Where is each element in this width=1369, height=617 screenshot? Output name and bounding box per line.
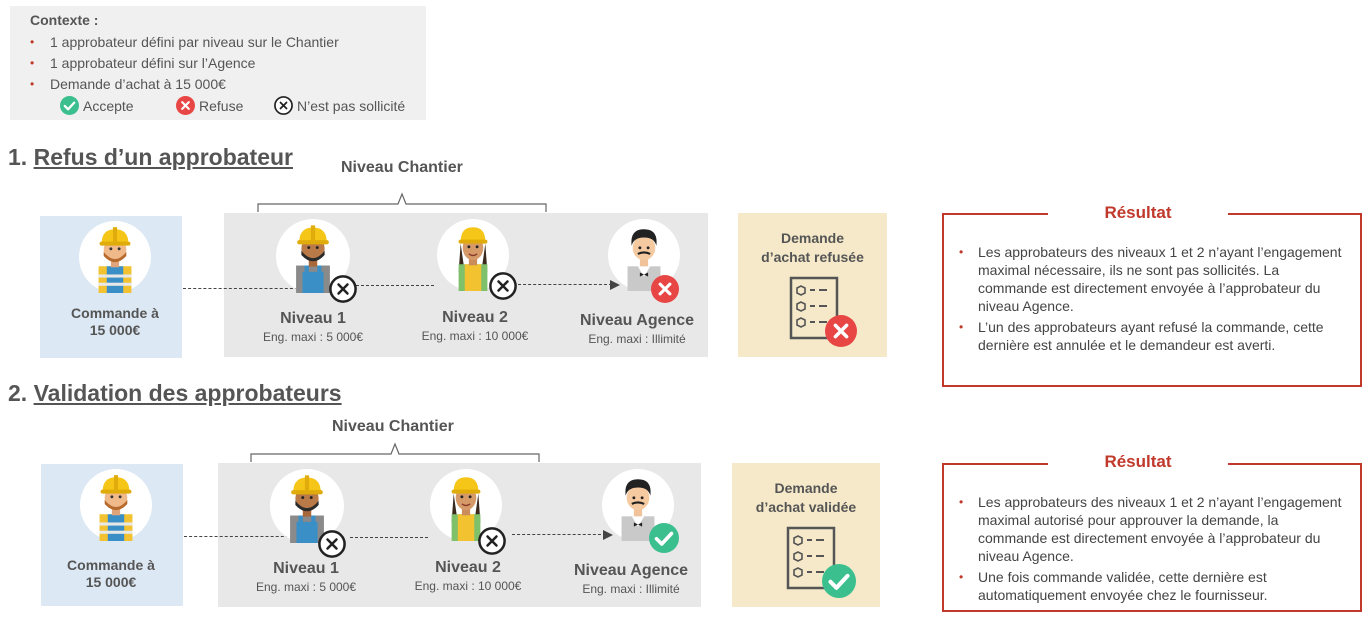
flow-line <box>184 536 294 537</box>
order-label-line: Commande à <box>71 305 159 321</box>
result-box: Les approbateurs des niveaux 1 et 2 n’ay… <box>942 463 1362 612</box>
bracket <box>257 192 547 212</box>
check-icon <box>649 523 679 553</box>
level-name: Niveau 1 <box>280 310 346 327</box>
result-title: Résultat <box>1048 203 1228 223</box>
result-item: Une fois commande validée, cette dernièr… <box>956 568 1346 604</box>
context-title: Contexte : <box>30 12 99 28</box>
legend-not-solicited: N’est pas sollicité <box>274 96 405 115</box>
not-solicited-icon <box>329 275 357 303</box>
level-name: Niveau Agence <box>579 312 695 329</box>
section-number: 2. <box>8 380 28 406</box>
not-solicited-icon <box>274 96 293 115</box>
bracket <box>250 442 540 462</box>
order-label: Commande à 15 000€ <box>40 305 190 339</box>
legend-accept-label: Accepte <box>83 97 134 114</box>
section-title: 1. Refus d’un approbateur <box>8 144 293 171</box>
arrow-icon <box>603 530 613 540</box>
outcome-box <box>738 213 887 357</box>
result-list: Les approbateurs des niveaux 1 et 2 n’ay… <box>956 243 1346 357</box>
context-item: Demande d’achat à 15 000€ <box>30 74 339 95</box>
refuse-icon <box>176 96 195 115</box>
section-heading: Validation des approbateurs <box>33 380 342 406</box>
flow-line <box>518 284 612 285</box>
context-item: 1 approbateur défini sur l’Agence <box>30 53 339 74</box>
result-item: Les approbateurs des niveaux 1 et 2 n’ay… <box>956 493 1346 565</box>
section-title: 2. Validation des approbateurs <box>8 380 342 407</box>
level-group-label: Niveau Chantier <box>332 418 454 435</box>
legend-refuse-label: Refuse <box>199 97 244 114</box>
level-limit: Eng. maxi : 10 000€ <box>414 579 522 593</box>
order-label-amount: 15 000€ <box>89 322 141 338</box>
level-limit: Eng. maxi : 5 000€ <box>262 330 364 344</box>
legend-not-solicited-label: N’est pas sollicité <box>297 97 406 114</box>
not-solicited-icon <box>478 527 506 555</box>
level-group-label: Niveau Chantier <box>341 159 463 176</box>
not-solicited-icon <box>489 272 517 300</box>
check-icon <box>60 96 79 115</box>
level-name: Niveau 2 <box>442 309 508 326</box>
level-limit: Eng. maxi : Illimité <box>588 332 686 346</box>
level-name: Niveau 1 <box>273 560 339 577</box>
section-heading: Refus d’un approbateur <box>33 144 293 170</box>
outcome-line: Demande <box>774 480 838 496</box>
level-name: Niveau Agence <box>573 562 689 579</box>
level-name: Niveau 2 <box>435 559 501 576</box>
avatar <box>80 469 152 541</box>
check-icon <box>822 564 856 598</box>
outcome-line: Demande <box>780 230 845 246</box>
context-item: 1 approbateur défini par niveau sur le C… <box>30 32 339 53</box>
legend-refuse: Refuse <box>176 96 243 115</box>
level-limit: Eng. maxi : Illimité <box>582 582 680 596</box>
order-label-line: Commande à <box>67 557 155 573</box>
result-list: Les approbateurs des niveaux 1 et 2 n’ay… <box>956 493 1346 607</box>
flow-line <box>350 537 428 538</box>
context-list: 1 approbateur défini par niveau sur le C… <box>30 32 339 95</box>
refuse-icon <box>825 315 857 347</box>
section-number: 1. <box>8 144 28 170</box>
level-limit: Eng. maxi : 5 000€ <box>255 580 357 594</box>
legend-accept: Accepte <box>60 96 134 115</box>
refuse-icon <box>651 275 679 303</box>
worker-icon <box>79 221 151 293</box>
arrow-icon <box>610 280 620 290</box>
not-solicited-icon <box>318 530 346 558</box>
avatar <box>79 221 151 293</box>
level-limit: Eng. maxi : 10 000€ <box>421 329 529 343</box>
outcome-line: d’achat validée <box>755 499 857 515</box>
worker-icon <box>80 469 152 541</box>
outcome-label: Demande d’achat validée <box>732 479 880 517</box>
outcome-line: d’achat refusée <box>761 249 864 265</box>
order-label: Commande à 15 000€ <box>36 557 186 591</box>
order-label-amount: 15 000€ <box>85 574 137 590</box>
outcome-label: Demande d’achat refusée <box>738 229 887 267</box>
result-item: L’un des approbateurs ayant refusé la co… <box>956 318 1346 354</box>
flow-line <box>183 288 298 289</box>
result-box: Les approbateurs des niveaux 1 et 2 n’ay… <box>942 213 1362 387</box>
flow-line <box>356 285 434 286</box>
flow-line <box>512 534 606 535</box>
result-title: Résultat <box>1048 452 1228 472</box>
result-item: Les approbateurs des niveaux 1 et 2 n’ay… <box>956 243 1346 315</box>
context-box: Contexte : 1 approbateur défini par nive… <box>10 6 426 120</box>
